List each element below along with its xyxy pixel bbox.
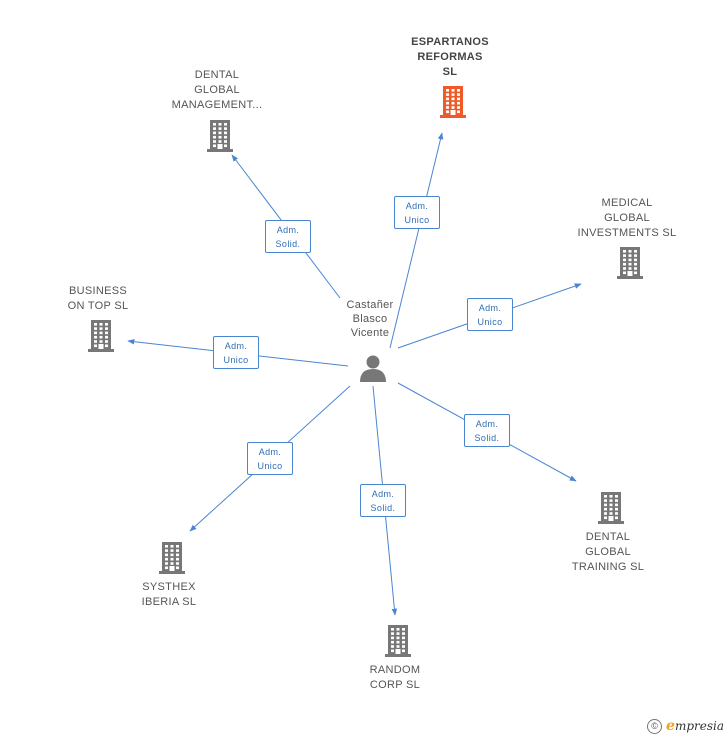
company-label-business-on-top[interactable]: BUSINESS ON TOP SL [38, 284, 158, 314]
company-label-line: DENTAL [194, 69, 240, 81]
company-label-medical-global[interactable]: MEDICAL GLOBAL INVESTMENTS SL [567, 196, 687, 241]
relation-label-business-on-top[interactable]: Adm. Unico [213, 336, 259, 369]
footer-brand: © empresia [647, 718, 724, 734]
center-name-line: Vicente [350, 327, 390, 339]
company-label-random-corp[interactable]: RANDOM CORP SL [335, 663, 455, 693]
company-label-line: MANAGEMENT... [171, 99, 263, 111]
company-label-line: REFORMAS [417, 51, 483, 63]
company-label-line: IBERIA SL [141, 596, 197, 608]
center-name-line: Blasco [352, 313, 388, 325]
relation-label-line: Adm. [276, 225, 300, 235]
company-label-line: MEDICAL [601, 197, 653, 209]
relation-label-line: Adm. [475, 419, 499, 429]
relation-label-line: Unico [404, 215, 430, 225]
person-icon[interactable] [360, 355, 386, 383]
company-label-line: ON TOP SL [67, 300, 129, 312]
company-label-line: CORP SL [369, 679, 421, 691]
company-label-systhex[interactable]: SYSTHEX IBERIA SL [109, 580, 229, 610]
relation-label-medical-global[interactable]: Adm. Unico [467, 298, 513, 331]
company-label-line: INVESTMENTS SL [577, 227, 677, 239]
relation-label-line: Adm. [405, 201, 429, 211]
relation-label-line: Adm. [478, 303, 502, 313]
relation-label-line: Adm. [371, 489, 395, 499]
relation-label-line: Unico [223, 355, 249, 365]
company-label-line: GLOBAL [585, 546, 631, 558]
relation-label-line: Adm. [258, 447, 282, 457]
company-label-line: SYSTHEX [142, 581, 196, 593]
company-label-line: GLOBAL [604, 212, 650, 224]
company-label-dental-global-management[interactable]: DENTAL GLOBAL MANAGEMENT... [157, 68, 277, 113]
building-icon[interactable] [385, 625, 411, 657]
company-label-line: DENTAL [585, 531, 631, 543]
company-label-line: TRAINING SL [571, 561, 645, 573]
relation-label-line: Solid. [474, 433, 500, 443]
relation-label-dental-global-training[interactable]: Adm. Solid. [464, 414, 510, 447]
relation-label-espartanos[interactable]: Adm. Unico [394, 196, 440, 229]
building-icon[interactable] [617, 247, 643, 279]
copyright-icon: © [647, 718, 663, 734]
relation-label-line: Adm. [224, 341, 248, 351]
relation-label-systhex[interactable]: Adm. Unico [247, 442, 293, 475]
relation-label-line: Solid. [275, 239, 301, 249]
building-icon[interactable] [207, 120, 233, 152]
company-label-line: SL [442, 66, 458, 78]
relation-label-dental-global-management[interactable]: Adm. Solid. [265, 220, 311, 253]
company-label-line: GLOBAL [194, 84, 240, 96]
company-label-dental-global-training[interactable]: DENTAL GLOBAL TRAINING SL [548, 530, 668, 575]
relation-label-line: Unico [257, 461, 283, 471]
building-icon[interactable] [159, 542, 185, 574]
edge-espartanos [389, 132, 444, 349]
building-icon[interactable] [88, 320, 114, 352]
center-name-line: Castañer [346, 299, 394, 311]
building-icon[interactable] [440, 86, 466, 118]
relation-label-line: Unico [477, 317, 503, 327]
company-label-espartanos[interactable]: ESPARTANOS REFORMAS SL [390, 35, 510, 80]
empresia-logo[interactable]: empresia [666, 718, 724, 734]
building-icon[interactable] [598, 492, 624, 524]
company-label-line: ESPARTANOS [411, 36, 489, 48]
company-label-line: BUSINESS [68, 285, 128, 297]
relation-label-random-corp[interactable]: Adm. Solid. [360, 484, 406, 517]
company-label-line: RANDOM [369, 664, 421, 676]
relation-label-line: Solid. [370, 503, 396, 513]
